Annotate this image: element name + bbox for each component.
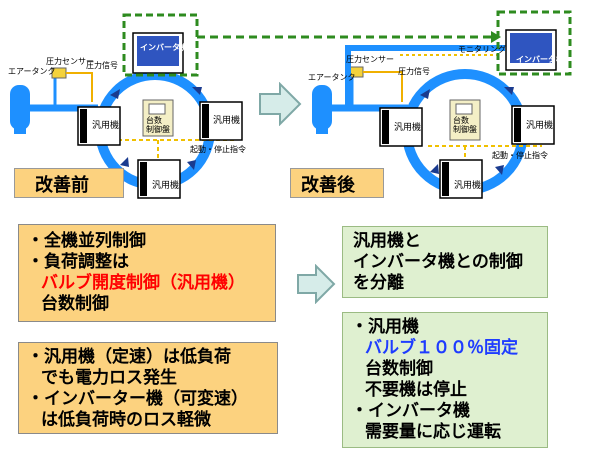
after-general-unit-left xyxy=(379,107,423,147)
after-detail-line1: ・汎用機 xyxy=(351,317,419,337)
after-monitor-label: モニタリング xyxy=(458,45,506,54)
after-summary-line3: を分離 xyxy=(353,273,404,293)
after-general-label-right: 汎用機 xyxy=(526,121,554,131)
before-air-tank xyxy=(10,85,30,134)
before-signal-label: 圧力信号 xyxy=(86,61,118,70)
before-start-stop-label: 起動・停止指令 xyxy=(190,145,246,154)
middle-arrow xyxy=(297,264,336,304)
before-summary-line1: ・全機並列制御 xyxy=(27,231,146,251)
after-general-label-bottom: 汎用機 xyxy=(454,181,482,191)
after-detail-line4: 不要機は停止 xyxy=(365,380,467,400)
before-summary-box: ・全機並列制御 ・負荷調整は バルブ開度制御（汎用機） 台数制御 xyxy=(18,224,276,322)
after-label-text: 改善後 xyxy=(301,175,355,196)
before-label-text: 改善前 xyxy=(35,175,89,196)
before-general-unit-left xyxy=(77,106,121,146)
after-label: 改善後 xyxy=(290,168,384,198)
after-detail-box: ・汎用機 バルブ１００％固定 台数制御 不要機は停止 ・インバータ機 需要量に応… xyxy=(342,312,548,448)
before-controller-label: 台数 制御盤 xyxy=(146,116,170,134)
after-summary-line2: インバータ機との制御 xyxy=(353,252,523,272)
after-signal-label: 圧力信号 xyxy=(398,67,430,76)
after-summary-line1: 汎用機と xyxy=(353,231,421,251)
before-issue-line3: ・インバーター機（可変速） xyxy=(27,389,248,409)
before-inverter-unit xyxy=(132,32,184,74)
after-controller xyxy=(449,99,481,141)
after-controller-label: 台数 制御盤 xyxy=(453,116,477,134)
before-summary-line2: ・負荷調整は xyxy=(27,252,129,272)
before-summary-line3: バルブ開度制御（汎用機） xyxy=(41,273,245,293)
before-tank-label: エアータンク xyxy=(8,67,56,76)
before-general-label-right: 汎用機 xyxy=(213,116,241,126)
before-general-unit-right xyxy=(199,101,243,141)
after-start-stop-label: 起動・停止指令 xyxy=(492,151,548,160)
after-detail-line2: バルブ１００％固定 xyxy=(365,338,518,358)
after-inverter-unit xyxy=(505,29,557,71)
top-arrow xyxy=(259,82,302,126)
after-general-label-left: 汎用機 xyxy=(394,123,422,133)
before-general-label-bottom: 汎用機 xyxy=(152,181,180,191)
before-sensor-label: 圧力センサー xyxy=(46,57,94,66)
dashed-link-line xyxy=(197,31,501,43)
before-issue-line2: でも電力ロス発生 xyxy=(41,368,177,388)
after-diagram xyxy=(312,10,572,199)
before-issue-line1: ・汎用機（定速）は低負荷 xyxy=(27,347,231,367)
before-issue-line4: は低負荷時のロス軽微 xyxy=(41,410,211,430)
before-summary-line4: 台数制御 xyxy=(41,294,109,314)
before-general-label-left: 汎用機 xyxy=(92,121,120,131)
before-inverter-label: インバータ機 xyxy=(140,43,188,52)
before-issue-box: ・汎用機（定速）は低負荷 でも電力ロス発生 ・インバーター機（可変速） は低負荷… xyxy=(18,342,278,434)
before-controller xyxy=(142,99,174,137)
after-detail-line6: 需要量に応じ運転 xyxy=(365,422,501,442)
after-detail-line5: ・インバータ機 xyxy=(351,401,470,421)
after-summary-box: 汎用機と インバータ機との制御 を分離 xyxy=(342,226,548,298)
after-inverter-label: インバータ機 xyxy=(516,55,564,64)
before-diagram xyxy=(10,13,243,199)
after-detail-line3: 台数制御 xyxy=(365,359,433,379)
after-sensor-label: 圧力センサー xyxy=(346,55,394,64)
after-general-unit-right xyxy=(511,105,555,145)
before-label: 改善前 xyxy=(14,168,124,198)
after-tank-label: エアータンク xyxy=(308,73,356,82)
before-general-unit-bottom xyxy=(137,159,181,199)
after-general-unit-bottom xyxy=(439,159,483,199)
after-air-tank xyxy=(312,85,332,134)
